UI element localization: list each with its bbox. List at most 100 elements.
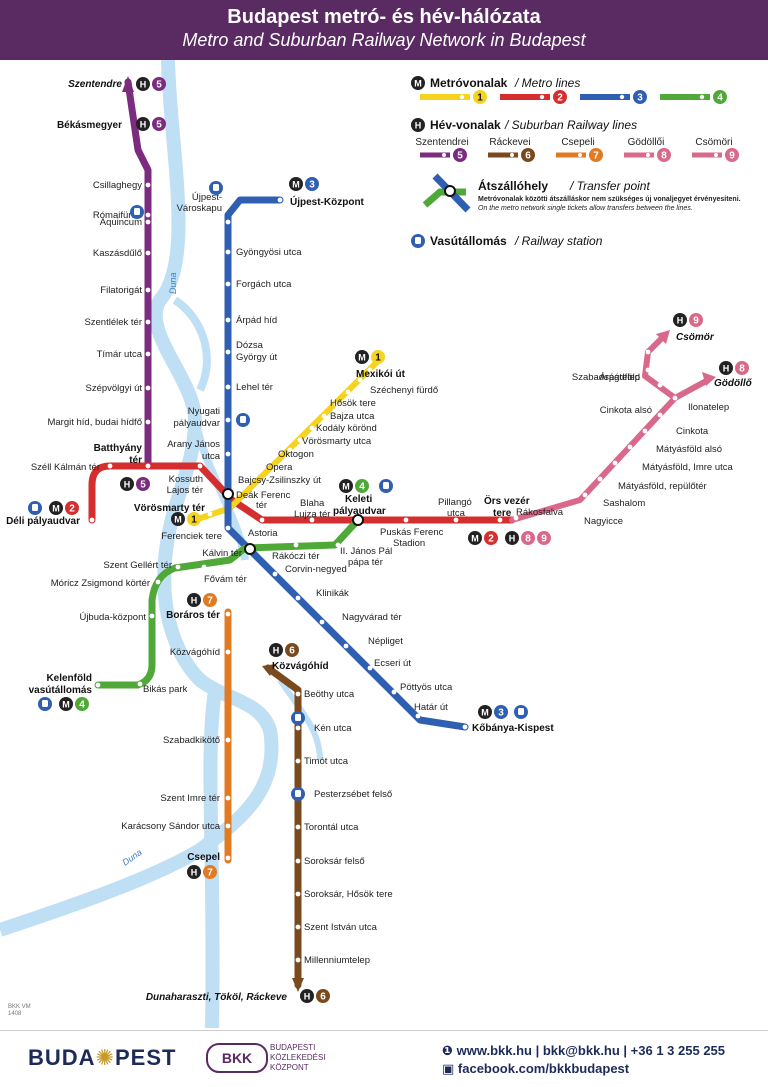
station-stop[interactable] [319, 619, 325, 625]
svg-text:2: 2 [557, 93, 563, 104]
station-stop[interactable] [295, 924, 301, 930]
station-stop[interactable] [145, 385, 151, 391]
station-stop[interactable] [225, 855, 231, 861]
station-stop[interactable] [453, 517, 459, 523]
station-stop[interactable] [145, 463, 151, 469]
station-stop[interactable] [612, 460, 618, 466]
station-stop[interactable] [293, 542, 299, 548]
station-label: Arany János [167, 439, 220, 450]
station-stop[interactable] [513, 515, 519, 521]
station-stop[interactable] [225, 349, 231, 355]
station-stop[interactable] [107, 463, 113, 469]
station-stop[interactable] [367, 367, 373, 373]
station-stop[interactable] [145, 419, 151, 425]
station-stop[interactable] [657, 382, 663, 388]
station-stop[interactable] [582, 492, 588, 498]
transfer-deak[interactable] [222, 488, 234, 500]
station-stop[interactable] [295, 957, 301, 963]
station-stop[interactable] [225, 737, 231, 743]
station-stop[interactable] [295, 725, 301, 731]
station-stop[interactable] [225, 611, 231, 617]
station-stop[interactable] [145, 319, 151, 325]
contact-info[interactable]: ❶ www.bkk.hu | bkk@bkk.hu | +36 1 3 255 … [442, 1043, 726, 1058]
station-label: Dózsa [236, 340, 264, 351]
station-stop[interactable] [197, 463, 203, 469]
station-stop[interactable] [225, 219, 231, 225]
station-stop[interactable] [657, 412, 663, 418]
line-h8 [509, 377, 711, 523]
network-map[interactable]: Duna Duna CsillaghegyRómaifürdőKaszásdűl… [0, 60, 768, 1028]
station-stop[interactable] [272, 571, 278, 577]
station-stop[interactable] [137, 681, 143, 687]
station-stop[interactable] [295, 691, 301, 697]
station-stop[interactable] [335, 542, 341, 548]
station-stop[interactable] [89, 517, 95, 523]
station-stop[interactable] [367, 665, 373, 671]
station-stop[interactable] [259, 517, 265, 523]
station-stop[interactable] [297, 437, 303, 443]
station-stop[interactable] [497, 517, 503, 523]
h6-arrow [292, 978, 304, 992]
station-stop[interactable] [225, 795, 231, 801]
station-stop[interactable] [225, 281, 231, 287]
station-stop[interactable] [391, 689, 397, 695]
station-stop[interactable] [645, 367, 651, 373]
station-stop[interactable] [225, 317, 231, 323]
station-stop[interactable] [333, 401, 339, 407]
station-stop[interactable] [149, 613, 155, 619]
station-stop[interactable] [145, 182, 151, 188]
station-stop[interactable] [295, 858, 301, 864]
station-stop[interactable] [345, 389, 351, 395]
ors-metro-badge-number [484, 531, 498, 545]
station-stop[interactable] [309, 425, 315, 431]
ors-metro-badge-symbol [468, 531, 482, 545]
station-label: Széchenyi fürdő [370, 385, 438, 396]
station-stop[interactable] [597, 476, 603, 482]
station-stop[interactable] [145, 250, 151, 256]
station-stop[interactable] [295, 891, 301, 897]
station-stop[interactable] [145, 212, 151, 218]
station-stop[interactable] [225, 649, 231, 655]
station-stop[interactable] [145, 351, 151, 357]
station-stop[interactable] [295, 595, 301, 601]
facebook-link[interactable]: ▣ facebook.com/bkkbudapest [442, 1061, 630, 1076]
line-m4 [94, 516, 362, 689]
station-stop[interactable] [415, 713, 421, 719]
station-stop[interactable] [225, 525, 231, 531]
station-stop[interactable] [207, 511, 213, 517]
station-stop[interactable] [145, 287, 151, 293]
station-stop[interactable] [321, 413, 327, 419]
station-stop[interactable] [627, 444, 633, 450]
station-stop[interactable] [277, 197, 283, 203]
svg-text:5: 5 [140, 480, 146, 491]
station-stop[interactable] [295, 824, 301, 830]
station-stop[interactable] [672, 395, 678, 401]
station-stop[interactable] [357, 377, 363, 383]
station-stop[interactable] [462, 724, 468, 730]
kelenfold-badge-symbol [59, 697, 73, 711]
station-stop[interactable] [287, 447, 293, 453]
station-label: Astoria [248, 528, 278, 539]
station-stop[interactable] [95, 682, 101, 688]
bkk-logo: BKK [206, 1043, 268, 1073]
station-stop[interactable] [343, 643, 349, 649]
station-stop[interactable] [642, 428, 648, 434]
station-stop[interactable] [645, 349, 651, 355]
station-stop[interactable] [175, 564, 181, 570]
station-stop[interactable] [403, 517, 409, 523]
station-label: Torontál utca [304, 822, 359, 833]
station-stop[interactable] [225, 823, 231, 829]
station-stop[interactable] [201, 564, 207, 570]
station-stop[interactable] [295, 758, 301, 764]
station-stop[interactable] [225, 249, 231, 255]
station-stop[interactable] [309, 517, 315, 523]
station-label: Nyugati [188, 406, 220, 417]
transfer-keleti[interactable] [352, 514, 364, 526]
station-stop[interactable] [225, 451, 231, 457]
station-stop[interactable] [155, 579, 161, 585]
header: Budapest metró- és hév-hálózata Metro an… [0, 0, 768, 60]
station-stop[interactable] [225, 417, 231, 423]
station-stop[interactable] [145, 219, 151, 225]
station-stop[interactable] [225, 384, 231, 390]
transfer-kalvin[interactable] [244, 543, 256, 555]
